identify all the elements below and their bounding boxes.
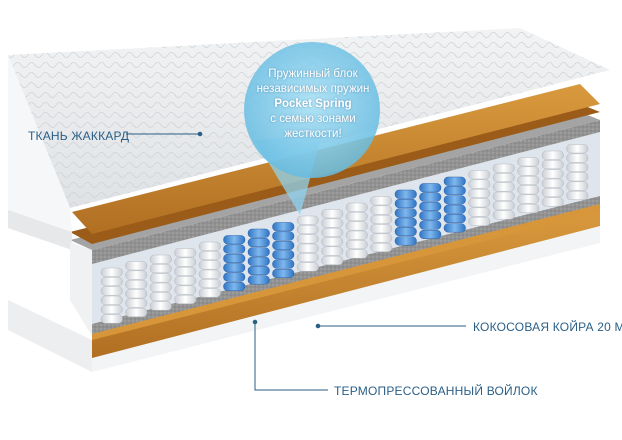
felt-leader-line — [255, 322, 328, 390]
callout-line-2: независимых пружин — [238, 82, 388, 97]
coir-label: КОКОСОВАЯ КОЙРА 20 ММ — [473, 320, 622, 334]
fabric-leader-dot — [198, 132, 202, 136]
callout-line-1: Пружинный блок — [238, 67, 388, 82]
callout-line-5: жесткости! — [238, 127, 388, 142]
callout-line-4: с семью зонами — [238, 112, 388, 127]
callout-line-3: Pocket Spring — [238, 97, 388, 112]
felt-leader-dot — [253, 320, 257, 324]
fabric-label: ТКАНЬ ЖАККАРД — [28, 129, 129, 143]
coir-leader-dot — [316, 324, 320, 328]
felt-label: ТЕРМОПРЕССОВАННЫЙ ВОЙЛОК — [334, 384, 538, 398]
callout-text: Пружинный блок независимых пружин Pocket… — [238, 67, 388, 142]
